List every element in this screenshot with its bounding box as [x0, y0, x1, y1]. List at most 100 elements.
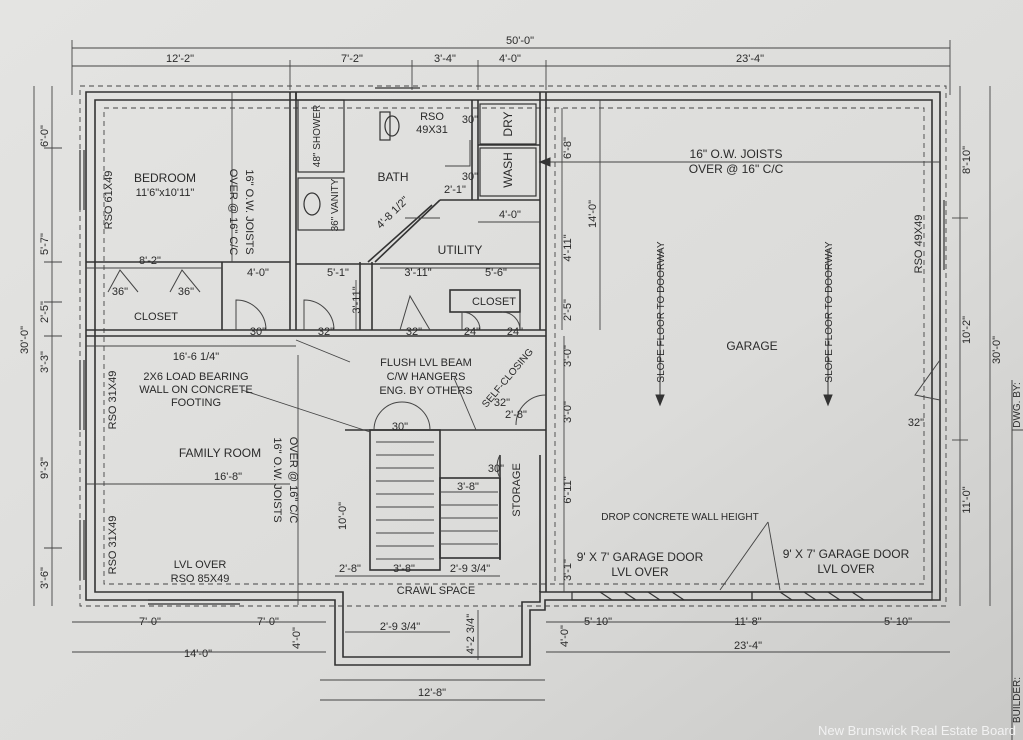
laundry-door-2: 30" [462, 171, 478, 183]
left-total-dim: 30'-0" [19, 326, 31, 354]
family-window-2: RSO 31X49 [107, 516, 119, 575]
door-dim-7: 30" [392, 421, 408, 433]
bath-window-size: 49X31 [416, 124, 448, 136]
left-dim-4: 3'-3" [39, 351, 51, 373]
right-dim-3: 11'-0" [961, 486, 973, 513]
dwg-by-label: DWG. BY: [1012, 382, 1023, 428]
drop-wall-label: DROP CONCRETE WALL HEIGHT [601, 512, 758, 523]
family-lvl-over: LVL OVER [174, 559, 227, 571]
bottom-dim-5: 11'-8" [734, 616, 761, 628]
load-bearing-2: WALL ON CONCRETE [139, 384, 252, 396]
utility-label: UTILITY [438, 243, 483, 257]
family-width-mid: 16'-8" [214, 471, 242, 483]
crawl-dim-4: 4'-0" [291, 627, 303, 649]
bottom-dim-7: 23'-4" [734, 640, 762, 652]
closet-door-2: 36" [178, 286, 194, 298]
top-dim-2: 7'-2" [341, 53, 363, 65]
crawl-dim-5: 4'-0" [559, 625, 571, 647]
crawl-dim-2: 4'-2 3/4" [465, 614, 477, 654]
top-dim-1: 12'-2" [166, 53, 194, 65]
title-block [1011, 380, 1023, 740]
top-dim-3: 3'-4" [434, 53, 456, 65]
builder-label: BUILDER: [1012, 677, 1023, 723]
garage-window: RSO 49X49 [913, 215, 925, 274]
interior-walls [86, 92, 547, 592]
garage-joists-2: OVER @ 16" C/C [689, 162, 784, 176]
garage-dim-5: 3'-0" [562, 345, 574, 367]
laundry-door-1: 30" [462, 114, 478, 126]
left-dim-5: 9'-3" [39, 457, 51, 479]
shower-label: 48" SHOWER [312, 105, 323, 167]
utility-dim-2: 5'-1" [327, 267, 349, 279]
door-dim-5: 24" [507, 326, 523, 338]
garage-dim-8: 3'-1" [562, 559, 574, 581]
stair-treads [376, 441, 498, 560]
dimension-lines [33, 40, 991, 701]
closet-door-1: 36" [112, 286, 128, 298]
exterior-walls [85, 91, 941, 666]
family-window-1: RSO 31X49 [107, 371, 119, 430]
top-dim-4: 4'-0" [499, 53, 521, 65]
vanity-label: 36" VANITY [330, 178, 341, 231]
stair-dim-3: 3'-8" [393, 563, 415, 575]
stair-dim-1: 10'-0" [337, 502, 349, 530]
bedroom-joists: 16" O.W. JOISTS [243, 169, 255, 254]
load-bearing-1: 2X6 LOAD BEARING [143, 371, 248, 383]
utility-dim-1: 4'-0" [247, 267, 269, 279]
door-dim-1: 30" [250, 326, 266, 338]
garage-joists-1: 16" O.W. JOISTS [690, 147, 783, 161]
slope-label-1: SLOPE FLOOR TO DOORWAY [656, 241, 667, 382]
garage-dim-2: 14'-0" [587, 200, 599, 228]
garage-dim-3: 4'-11" [562, 234, 574, 261]
utility-dim-4: 5'-6" [485, 267, 507, 279]
storage-label: STORAGE [511, 463, 523, 517]
bedroom-label: BEDROOM [134, 171, 196, 185]
garage-door-2-lvl: LVL OVER [817, 562, 875, 576]
door-swings [107, 140, 941, 479]
garage-dim-6: 3'-0" [562, 401, 574, 423]
top-dim-5: 23'-4" [736, 53, 764, 65]
crawl-dim-1: 2'-9 3/4" [380, 621, 420, 633]
bath-window-rso: RSO [420, 111, 444, 123]
stair-dim-6: 2'-8" [505, 409, 527, 421]
load-bearing-3: FOOTING [171, 397, 221, 409]
bottom-dim-6: 5'-10" [884, 616, 912, 628]
left-dim-1: 6'-0" [39, 125, 51, 147]
utility-dim-3: 3'-11" [404, 267, 431, 279]
bath-label: BATH [377, 170, 408, 184]
beam-line-3: ENG. BY OTHERS [379, 385, 472, 397]
family-rso: RSO 85X49 [171, 573, 230, 585]
garage-label: GARAGE [726, 339, 777, 353]
crawl-dim-3: 12'-8" [418, 687, 446, 699]
garage-dim-4: 2'-5" [562, 299, 574, 321]
crawl-space-label: CRAWL SPACE [397, 585, 475, 597]
family-room-label: FAMILY ROOM [179, 446, 261, 460]
door-dim-2: 32" [318, 326, 334, 338]
family-joists-2: OVER @ 16" C/C [287, 437, 299, 524]
door-dim-8: 30" [488, 463, 504, 475]
windows [79, 87, 945, 605]
garage-door-1-lvl: LVL OVER [611, 565, 669, 579]
left-dim-3: 2'-5" [39, 301, 51, 323]
right-total-dim: 30'-0" [991, 336, 1003, 364]
bottom-dim-2: 7'-0" [257, 616, 279, 628]
washer-label: WASH [501, 152, 515, 188]
family-joists: 16" O.W. JOISTS [271, 437, 283, 522]
bottom-dim-4: 5'-10" [584, 616, 612, 628]
door-dim-6: 32" [494, 397, 510, 409]
bottom-dim-3: 14'-0" [184, 648, 212, 660]
bottom-dim-1: 7'-0" [139, 616, 161, 628]
door-dim-9: 32" [908, 417, 924, 429]
door-dim-4: 24" [464, 326, 480, 338]
bedroom-joists-2: OVER @ 16" C/C [227, 169, 239, 256]
bedroom-width-dim: 8'-2" [139, 255, 161, 267]
garage-door-2-label: 9' X 7' GARAGE DOOR [783, 547, 910, 561]
left-dim-6: 3'-6" [39, 567, 51, 589]
stair-dim-5: 2'-9 3/4" [450, 563, 490, 575]
bath-dim-3: 4'-0" [499, 209, 521, 221]
bedroom-closet-label: CLOSET [134, 311, 178, 323]
bath-fixtures [297, 99, 537, 231]
closet-2-label: CLOSET [472, 296, 516, 308]
bedroom-size: 11'6"x10'11" [136, 187, 195, 199]
